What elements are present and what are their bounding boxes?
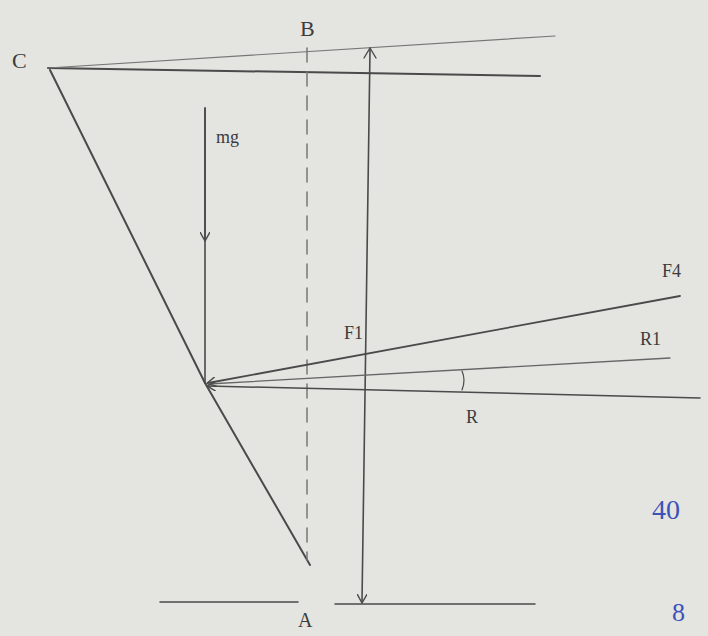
force-label: mg bbox=[216, 128, 239, 146]
point-label: B bbox=[300, 18, 315, 40]
force-label: F4 bbox=[662, 262, 681, 280]
margin-note: 40 bbox=[652, 496, 680, 524]
force-label: R bbox=[466, 408, 478, 426]
force-label: F1 bbox=[344, 324, 363, 342]
point-label: A bbox=[298, 610, 312, 630]
point-label: C bbox=[12, 50, 27, 72]
margin-note: 8 bbox=[672, 600, 685, 626]
force-label: R1 bbox=[640, 330, 661, 348]
